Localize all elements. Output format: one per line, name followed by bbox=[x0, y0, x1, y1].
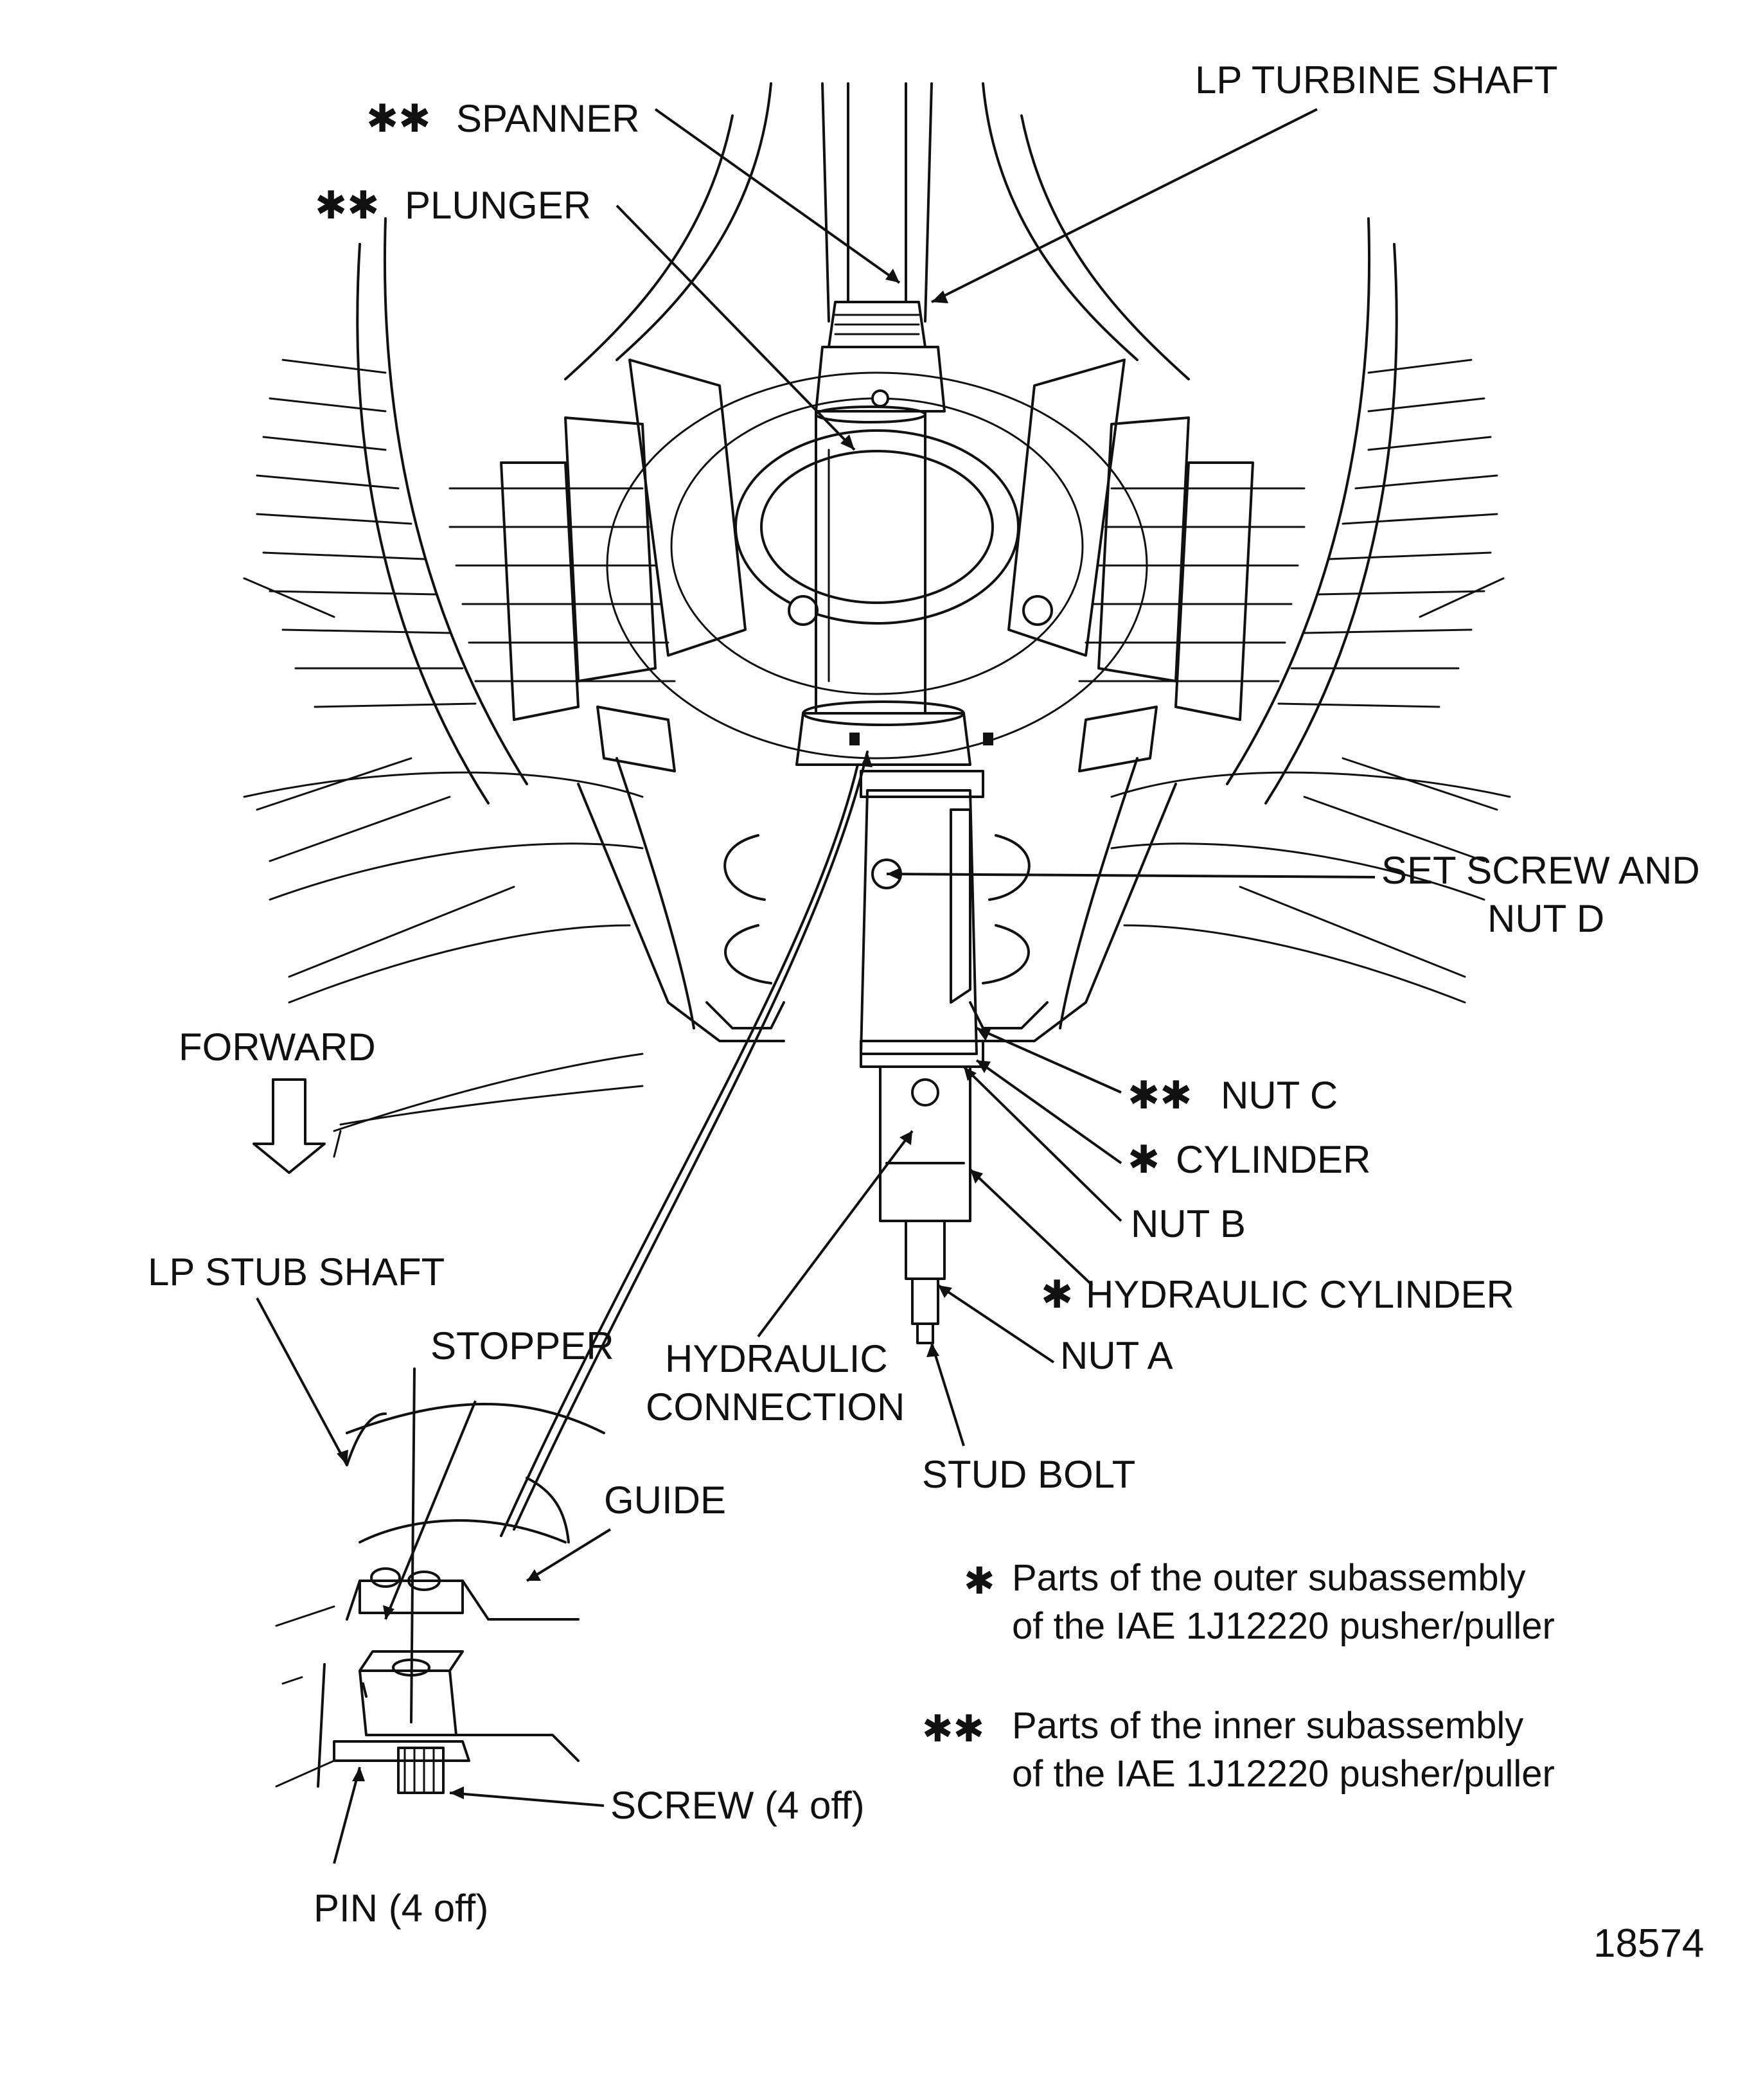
legend-inner-line2: of the IAE 1J12220 pusher/puller bbox=[1012, 1753, 1555, 1795]
hydraulic-cylinder-label: HYDRAULIC CYLINDER bbox=[1086, 1273, 1514, 1316]
legend: ✱ Parts of the outer subassembly of the … bbox=[922, 1557, 1555, 1795]
callout-labels: ✱✱ SPANNER ✱✱ PLUNGER LP TURBINE SHAFT S… bbox=[148, 58, 1700, 1930]
left-vane-stack bbox=[448, 359, 747, 772]
legend-inner-marker: ✱✱ bbox=[922, 1708, 984, 1750]
pusher-puller-tool bbox=[500, 82, 993, 1537]
legend-inner-line1: Parts of the inner subassembly bbox=[1012, 1705, 1523, 1747]
plunger-marker: ✱✱ bbox=[315, 184, 380, 227]
spanner-marker: ✱✱ bbox=[366, 97, 431, 140]
lp-turbine-shaft-label: LP TURBINE SHAFT bbox=[1195, 58, 1558, 102]
stopper-label: STOPPER bbox=[430, 1324, 614, 1367]
set-screw-label-line2: NUT D bbox=[1487, 897, 1604, 940]
arrowheads bbox=[337, 269, 991, 1799]
pin-label: PIN (4 off) bbox=[314, 1887, 488, 1930]
nut-b-label: NUT B bbox=[1131, 1202, 1246, 1245]
forward-arrow bbox=[252, 1078, 644, 1174]
hydraulic-cylinder-marker: ✱ bbox=[1041, 1273, 1073, 1316]
plunger-label: PLUNGER bbox=[405, 184, 591, 227]
set-screw-label-line1: SET SCREW AND bbox=[1381, 849, 1700, 892]
stub-shaft-detail bbox=[275, 1367, 605, 1794]
engine-casing-drawing bbox=[243, 82, 1511, 1158]
cylinder-label: CYLINDER bbox=[1176, 1138, 1370, 1181]
forward-label: FORWARD bbox=[179, 1026, 376, 1069]
guide-label: GUIDE bbox=[604, 1479, 726, 1522]
nut-a-label: NUT A bbox=[1060, 1334, 1173, 1377]
cylinder-marker: ✱ bbox=[1128, 1138, 1160, 1181]
spanner-label: SPANNER bbox=[456, 97, 640, 140]
lp-stub-shaft-label: LP STUB SHAFT bbox=[148, 1250, 445, 1294]
legend-outer-line2: of the IAE 1J12220 pusher/puller bbox=[1012, 1605, 1555, 1647]
nut-c-marker: ✱✱ bbox=[1128, 1074, 1192, 1117]
nut-c-label: NUT C bbox=[1221, 1074, 1338, 1117]
screw-label: SCREW (4 off) bbox=[610, 1784, 865, 1827]
hydraulic-connection-label-line2: CONNECTION bbox=[646, 1385, 905, 1428]
stud-bolt-label: STUD BOLT bbox=[922, 1453, 1135, 1496]
leader-lines bbox=[256, 108, 1376, 1864]
legend-outer-line1: Parts of the outer subassembly bbox=[1012, 1557, 1526, 1599]
hydraulic-connection-label-line1: HYDRAULIC bbox=[665, 1337, 888, 1380]
figure-number: 18574 bbox=[1593, 1921, 1704, 1966]
right-vane-stack bbox=[1007, 359, 1306, 772]
legend-outer-marker: ✱ bbox=[964, 1560, 995, 1602]
